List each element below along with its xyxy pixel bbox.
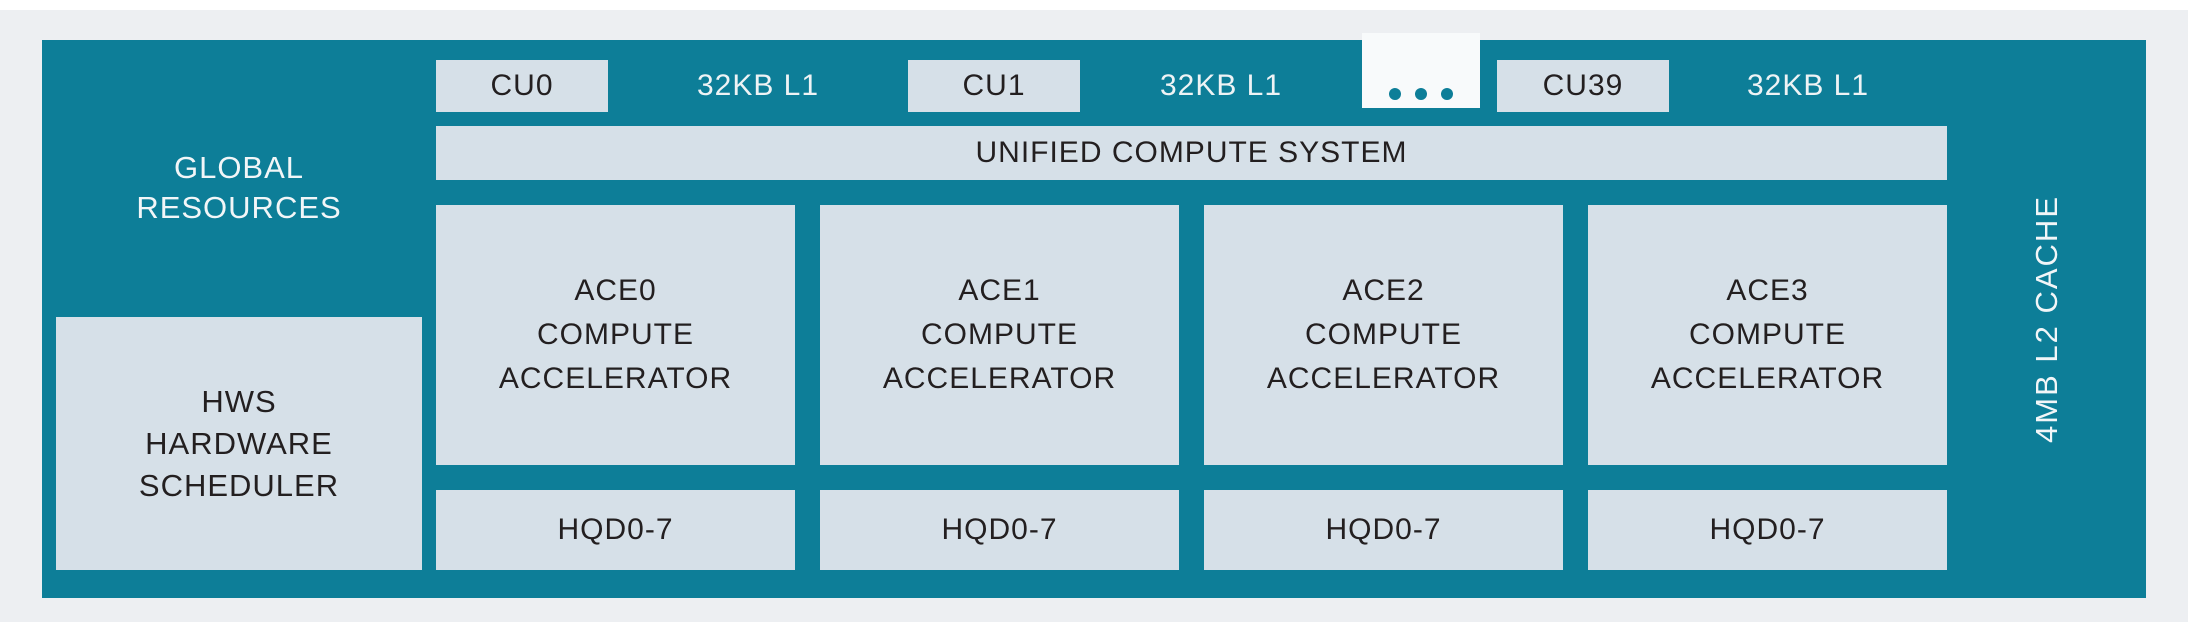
l1-cache-label: 32KB L1 (1746, 69, 1870, 102)
ellipsis-dot (1441, 88, 1453, 100)
l2-cache-label: 4MB L2 CACHE (2028, 195, 2064, 443)
unified-compute-system-bar: UNIFIED COMPUTE SYSTEM (436, 126, 1947, 180)
ellipsis-icon (1362, 88, 1480, 100)
l1-cache-label: 32KB L1 (1159, 69, 1283, 102)
cu0-box: CU0 (436, 60, 608, 112)
l2-cache-strip: 4MB L2 CACHE (1947, 40, 2146, 598)
gpu-block-container: GLOBAL RESOURCES HWS HARDWARE SCHEDULER … (42, 33, 2146, 598)
ellipsis-dot (1415, 88, 1427, 100)
cu-ellipsis-notch (1362, 33, 1480, 108)
cu1-box: CU1 (908, 60, 1080, 112)
ace1-compute-accelerator-box: ACE1 COMPUTE ACCELERATOR (820, 205, 1179, 465)
hqd-queue-box-1: HQD0-7 (820, 490, 1179, 570)
hqd-queue-box-2: HQD0-7 (1204, 490, 1563, 570)
hws-hardware-scheduler-box: HWS HARDWARE SCHEDULER (56, 317, 422, 570)
ace2-compute-accelerator-box: ACE2 COMPUTE ACCELERATOR (1204, 205, 1563, 465)
global-resources-label: GLOBAL RESOURCES (136, 150, 342, 225)
ace0-compute-accelerator-box: ACE0 COMPUTE ACCELERATOR (436, 205, 795, 465)
ace3-compute-accelerator-box: ACE3 COMPUTE ACCELERATOR (1588, 205, 1947, 465)
l1-cache-label: 32KB L1 (696, 69, 820, 102)
cu39-box: CU39 (1497, 60, 1669, 112)
hqd-queue-box-3: HQD0-7 (1588, 490, 1947, 570)
hqd-queue-box-0: HQD0-7 (436, 490, 795, 570)
ellipsis-dot (1389, 88, 1401, 100)
